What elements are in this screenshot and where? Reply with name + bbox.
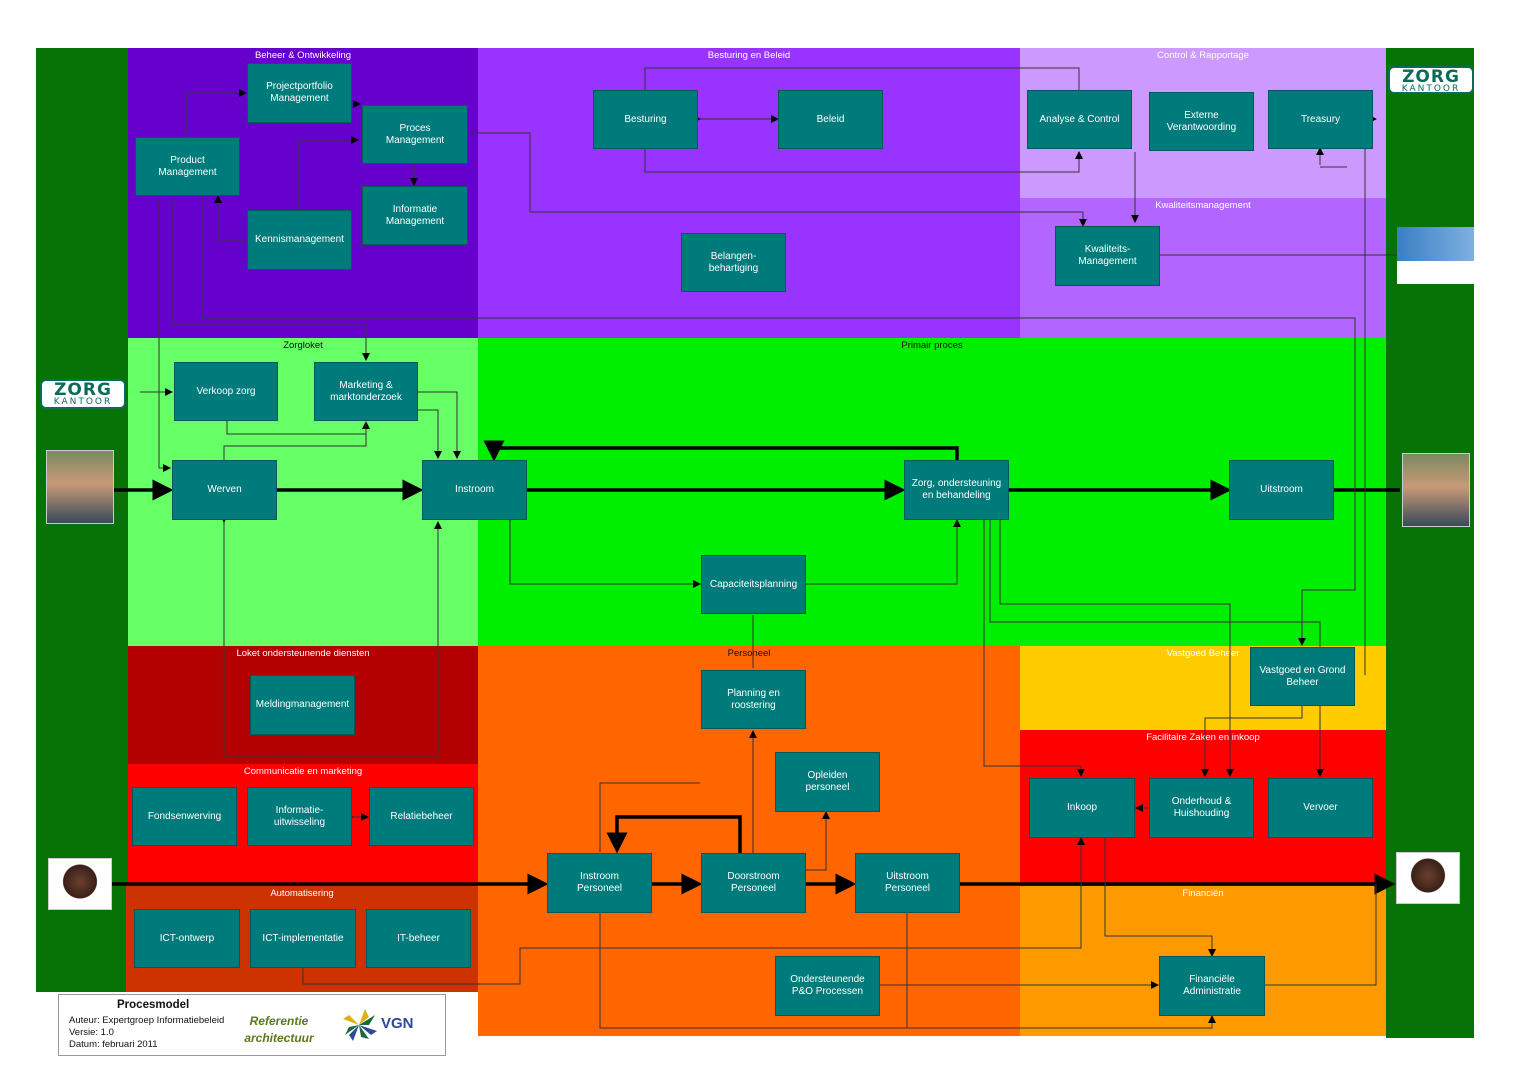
logo-text-bottom: KANTOOR bbox=[1401, 84, 1461, 94]
employee-photo-left bbox=[48, 858, 112, 910]
legend-author: Auteur: Expertgroep Informatiebeleid bbox=[69, 1015, 225, 1026]
legend-ref-line1: Referentie bbox=[249, 1014, 309, 1028]
process-vastgoed-grond-beheer[interactable]: Vastgoed en Grond Beheer bbox=[1250, 647, 1355, 706]
process-ict-ontwerp[interactable]: ICT-ontwerp bbox=[134, 909, 240, 968]
process-verkoop-zorg[interactable]: Verkoop zorg bbox=[174, 362, 278, 421]
process-beleid[interactable]: Beleid bbox=[778, 90, 883, 149]
process-besturing[interactable]: Besturing bbox=[593, 90, 698, 149]
process-instroom-personeel[interactable]: Instroom Personeel bbox=[547, 853, 652, 913]
zone-title: Zorgloket bbox=[283, 340, 323, 351]
vgn-logo: VGN bbox=[339, 1005, 439, 1045]
process-ict-implementatie[interactable]: ICT-implementatie bbox=[250, 909, 356, 968]
zone-title: Control & Rapportage bbox=[1157, 50, 1249, 61]
process-doorstroom-personeel[interactable]: Doorstroom Personeel bbox=[701, 853, 806, 913]
process-opleiden-personeel[interactable]: Opleiden personeel bbox=[775, 752, 880, 812]
zone-title: Besturing en Beleid bbox=[707, 50, 791, 61]
zone-title: Communicatie en marketing bbox=[243, 766, 363, 777]
process-product-management[interactable]: Product Management bbox=[135, 137, 240, 196]
legend-box: Procesmodel Auteur: Expertgroep Informat… bbox=[58, 994, 446, 1056]
vgn-text: VGN bbox=[381, 1015, 414, 1032]
zone-besturing: Besturing en Beleid bbox=[478, 48, 1020, 338]
zone-title: Loket ondersteunende diensten bbox=[236, 648, 370, 659]
process-informatie-management[interactable]: Informatie Management bbox=[362, 186, 468, 245]
process-marketing-marktonderzoek[interactable]: Marketing & marktonderzoek bbox=[314, 362, 418, 421]
process-kennismanagement[interactable]: Kennismanagement bbox=[247, 210, 352, 270]
process-financiele-administratie[interactable]: Financiële Administratie bbox=[1159, 956, 1265, 1016]
process-uitstroom[interactable]: Uitstroom bbox=[1229, 460, 1334, 520]
process-vervoer[interactable]: Vervoer bbox=[1268, 778, 1373, 838]
process-kwaliteitsmanagement[interactable]: Kwaliteits- Management bbox=[1055, 226, 1160, 286]
zone-title: Facilitaire Zaken en inkoop bbox=[1146, 732, 1260, 743]
process-planning-roostering[interactable]: Planning en roostering bbox=[701, 670, 806, 729]
zone-title: Primair proces bbox=[901, 340, 963, 351]
process-it-beheer[interactable]: IT-beheer bbox=[366, 909, 471, 968]
process-fondsenwerving[interactable]: Fondsenwerving bbox=[132, 787, 237, 846]
process-projectportfolio-management[interactable]: Projectportfolio Management bbox=[247, 63, 352, 123]
quality-logo bbox=[1397, 227, 1474, 284]
zone-title: Financiën bbox=[1182, 888, 1224, 899]
process-proces-management[interactable]: Proces Management bbox=[362, 105, 468, 164]
client-photo-right bbox=[1402, 453, 1470, 527]
zone-title: Automatisering bbox=[270, 888, 334, 899]
process-instroom[interactable]: Instroom bbox=[422, 460, 527, 520]
process-inkoop[interactable]: Inkoop bbox=[1029, 778, 1135, 838]
legend-title: Procesmodel bbox=[117, 999, 190, 1011]
process-meldingmanagement[interactable]: Meldingmanagement bbox=[250, 675, 355, 735]
logo-text-top: ZORG bbox=[54, 380, 112, 400]
client-photo-left bbox=[46, 450, 114, 524]
process-uitstroom-personeel[interactable]: Uitstroom Personeel bbox=[855, 853, 960, 913]
process-onderhoud-huishouding[interactable]: Onderhoud & Huishouding bbox=[1149, 778, 1254, 838]
zone-title: Beheer & Ontwikkeling bbox=[254, 50, 352, 61]
legend-reference: Referentie architectuur bbox=[239, 1013, 319, 1047]
process-treasury[interactable]: Treasury bbox=[1268, 90, 1373, 149]
process-werven[interactable]: Werven bbox=[172, 460, 277, 520]
zone-title: Personeel bbox=[727, 648, 771, 659]
logo-text-top: ZORG bbox=[1402, 67, 1460, 87]
process-informatie-uitwisseling[interactable]: Informatie- uitwisseling bbox=[247, 787, 352, 846]
process-ondersteunende-po[interactable]: Ondersteunende P&O Processen bbox=[775, 956, 880, 1016]
legend-date: Datum: februari 2011 bbox=[69, 1039, 158, 1050]
zorgkantoor-logo: ZORG KANTOOR bbox=[40, 379, 126, 409]
vgn-star-icon bbox=[343, 1009, 377, 1041]
process-analyse-control[interactable]: Analyse & Control bbox=[1027, 90, 1132, 149]
process-zorg-ondersteuning-behandeling[interactable]: Zorg, ondersteuning en behandeling bbox=[904, 460, 1009, 520]
zorgkantoor-logo: ZORG KANTOOR bbox=[1388, 66, 1474, 94]
process-capaciteitsplanning[interactable]: Capaciteitsplanning bbox=[701, 555, 806, 614]
process-belangenbehartiging[interactable]: Belangen- behartiging bbox=[681, 233, 786, 292]
zone-title: Kwaliteitsmanagement bbox=[1155, 200, 1251, 211]
process-externe-verantwoording[interactable]: Externe Verantwoording bbox=[1149, 92, 1254, 151]
legend-ref-line2: architectuur bbox=[244, 1031, 314, 1045]
legend-version: Versie: 1.0 bbox=[69, 1027, 114, 1038]
logo-text-bottom: KANTOOR bbox=[53, 397, 113, 407]
process-relatiebeheer[interactable]: Relatiebeheer bbox=[369, 787, 474, 846]
employee-photo-right bbox=[1396, 852, 1460, 904]
